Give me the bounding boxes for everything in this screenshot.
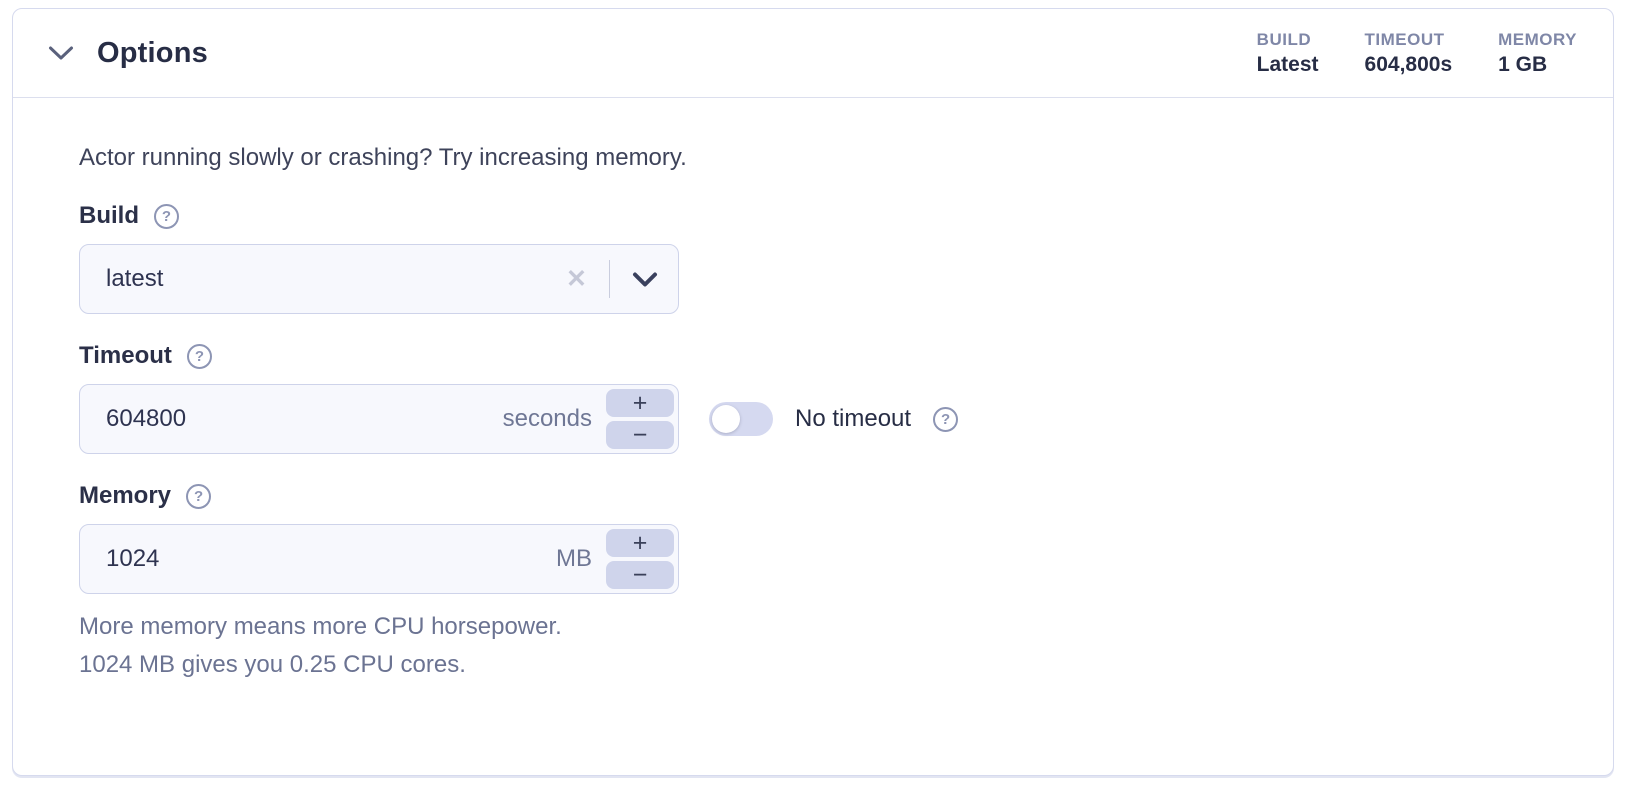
memory-helper-text: More memory means more CPU horsepower. 1…	[79, 608, 1547, 684]
timeout-row: seconds + − No timeout ?	[79, 384, 1547, 454]
options-header-left: Options	[47, 37, 208, 70]
timeout-stepper: + −	[606, 389, 674, 449]
no-timeout-help-icon[interactable]: ?	[933, 406, 959, 432]
no-timeout-toggle-group: No timeout ?	[709, 402, 959, 436]
chevron-down-icon[interactable]	[628, 271, 662, 288]
summary-timeout: TIMEOUT 604,800s	[1365, 30, 1453, 77]
summary-build-label: BUILD	[1256, 29, 1312, 49]
build-label-row: Build ?	[79, 202, 1547, 230]
timeout-field: seconds + −	[79, 384, 679, 454]
build-field-group: Build ? latest ✕	[79, 202, 1547, 314]
no-timeout-label: No timeout	[795, 405, 912, 432]
summary-memory: MEMORY 1 GB	[1498, 30, 1577, 77]
summary-build-value: Latest	[1256, 52, 1319, 76]
toggle-knob	[712, 405, 740, 433]
options-panel: Options BUILD Latest TIMEOUT 604,800s ME…	[12, 8, 1614, 776]
combo-divider	[609, 260, 610, 298]
no-timeout-toggle[interactable]	[709, 402, 773, 436]
timeout-decrement-button[interactable]: −	[606, 421, 674, 449]
memory-field-group: Memory ? MB + − More memory means more C…	[79, 482, 1547, 684]
options-section-header[interactable]: Options BUILD Latest TIMEOUT 604,800s ME…	[13, 9, 1613, 98]
panel-title: Options	[97, 36, 208, 69]
memory-unit-label: MB	[556, 545, 592, 572]
summary-timeout-value: 604,800s	[1364, 52, 1453, 76]
build-select-value: latest	[106, 265, 164, 292]
timeout-unit-label: seconds	[502, 405, 592, 432]
timeout-label: Timeout	[79, 342, 172, 369]
build-help-icon[interactable]: ?	[154, 203, 179, 229]
timeout-field-group: Timeout ? seconds + − No timeout	[79, 342, 1547, 454]
build-label: Build	[79, 202, 139, 229]
memory-helper-line2: 1024 MB gives you 0.25 CPU cores.	[79, 651, 466, 678]
collapse-chevron-icon[interactable]	[47, 39, 75, 67]
memory-input[interactable]	[106, 545, 556, 573]
summary-memory-value: 1 GB	[1498, 52, 1548, 76]
summary-timeout-label: TIMEOUT	[1364, 29, 1445, 49]
memory-field: MB + −	[79, 524, 679, 594]
summary-memory-label: MEMORY	[1498, 29, 1577, 49]
memory-decrement-button[interactable]: −	[606, 561, 674, 589]
memory-increment-button[interactable]: +	[606, 529, 674, 557]
memory-help-icon[interactable]: ?	[186, 483, 212, 509]
timeout-increment-button[interactable]: +	[606, 389, 674, 417]
timeout-help-icon[interactable]: ?	[186, 343, 212, 369]
memory-helper-line1: More memory means more CPU horsepower.	[79, 613, 562, 640]
memory-stepper: + −	[606, 529, 674, 589]
memory-label: Memory	[79, 482, 172, 509]
timeout-input[interactable]	[106, 405, 503, 433]
summary-build: BUILD Latest	[1257, 30, 1319, 77]
intro-text: Actor running slowly or crashing? Try in…	[79, 144, 687, 171]
timeout-label-row: Timeout ?	[79, 342, 1547, 370]
clear-icon[interactable]: ✕	[562, 264, 591, 294]
options-summary: BUILD Latest TIMEOUT 604,800s MEMORY 1 G…	[1257, 30, 1577, 77]
options-body: Actor running slowly or crashing? Try in…	[13, 98, 1613, 684]
memory-label-row: Memory ?	[79, 482, 1547, 510]
build-select[interactable]: latest ✕	[79, 244, 679, 314]
